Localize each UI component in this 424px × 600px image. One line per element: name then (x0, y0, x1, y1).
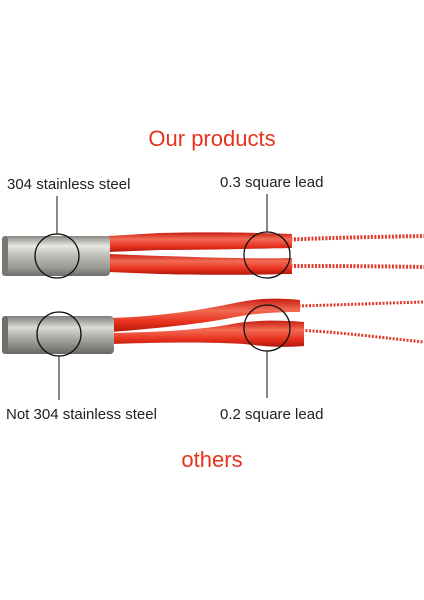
bottom-right-label: 0.2 square lead (220, 406, 324, 423)
others-heading: others (181, 447, 243, 472)
top-right-callout (243, 194, 291, 279)
bottom-heater-cartridge (2, 298, 424, 354)
top-heater-cartridge (2, 232, 424, 276)
top-left-label: 304 stainless steel (7, 176, 131, 193)
top-left-callout (34, 196, 80, 279)
our-products-heading: Our products (148, 126, 276, 151)
bottom-right-callout (243, 304, 291, 398)
bottom-left-callout (36, 311, 82, 400)
bottom-left-label: Not 304 stainless steel (6, 406, 157, 423)
top-right-label: 0.3 square lead (220, 174, 324, 191)
